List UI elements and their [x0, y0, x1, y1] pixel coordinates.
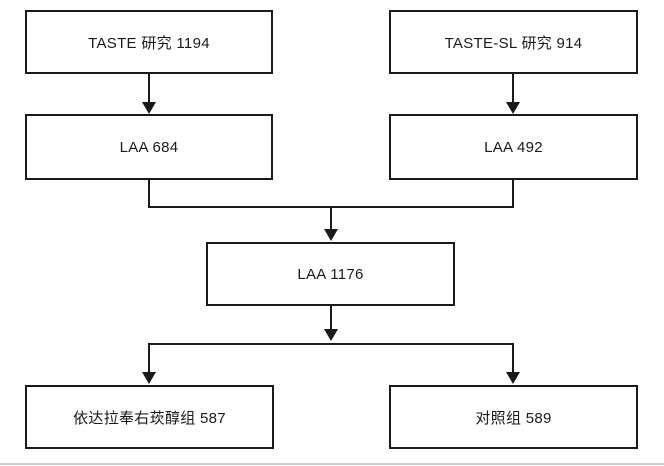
- node-control-group: 对照组 589: [389, 385, 638, 449]
- node-edaravone-dexborneol-group: 依达拉奉右莰醇组 587: [25, 385, 274, 449]
- arrowhead-into-laa1176: [324, 229, 338, 241]
- arrowhead-onto-split-line: [324, 329, 338, 341]
- node-laa-684: LAA 684: [25, 114, 273, 180]
- node-taste-study: TASTE 研究 1194: [25, 10, 273, 74]
- arrowhead-into-laa684: [142, 102, 156, 114]
- node-taste-sl-study: TASTE-SL 研究 914: [389, 10, 638, 74]
- page-bottom-edge: [0, 463, 664, 465]
- arrowhead-into-treatment-group: [142, 372, 156, 384]
- node-laa-492: LAA 492: [389, 114, 638, 180]
- node-laa-1176-pooled: LAA 1176: [206, 242, 455, 306]
- arrowhead-into-control-group: [506, 372, 520, 384]
- arrowhead-into-laa492: [506, 102, 520, 114]
